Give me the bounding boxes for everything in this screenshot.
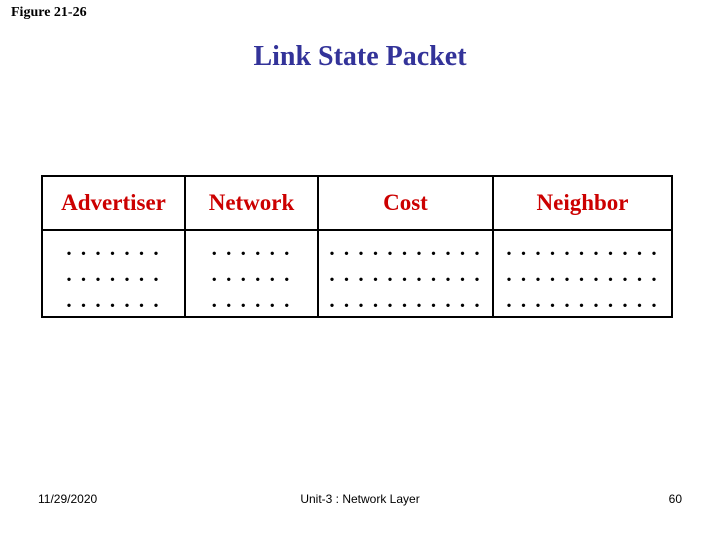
link-state-packet-table: Advertiser Network Cost Neighbor . . . .… [41, 175, 673, 318]
figure-label: Figure 21-26 [11, 5, 87, 20]
column-header-network: Network [184, 175, 319, 231]
dots-line: . . . . . . [211, 261, 292, 286]
footer-page-number: 60 [668, 492, 682, 506]
dots-line: . . . . . . . [66, 261, 161, 286]
footer-date: 11/29/2020 [38, 492, 98, 506]
table-row: . . . . . . . . . . . . . . . . . . . . … [41, 229, 673, 318]
dots-line: . . . . . . . . . . . [506, 235, 659, 260]
slide-footer: 11/29/2020 Unit-3 : Network Layer 60 [0, 492, 720, 516]
dots-line: . . . . . . . [66, 287, 161, 312]
column-header-neighbor: Neighbor [492, 175, 673, 231]
cell-advertiser: . . . . . . . . . . . . . . . . . . . . … [41, 229, 186, 318]
dots-line: . . . . . . [211, 287, 292, 312]
column-header-advertiser: Advertiser [41, 175, 186, 231]
dots-line: . . . . . . . . . . . [506, 287, 659, 312]
page-title: Link State Packet [253, 41, 467, 72]
column-header-cost: Cost [317, 175, 494, 231]
dots-line: . . . . . . . . . . . [329, 261, 482, 286]
cell-cost: . . . . . . . . . . . . . . . . . . . . … [317, 229, 494, 318]
dots-line: . . . . . . . . . . . [329, 235, 482, 260]
footer-subject: Unit-3 : Network Layer [300, 492, 420, 506]
dots-line: . . . . . . . . . . . [506, 261, 659, 286]
table-header-row: Advertiser Network Cost Neighbor [41, 175, 673, 231]
cell-network: . . . . . . . . . . . . . . . . . . [184, 229, 319, 318]
dots-line: . . . . . . [211, 235, 292, 260]
dots-line: . . . . . . . [66, 235, 161, 260]
dots-line: . . . . . . . . . . . [329, 287, 482, 312]
cell-neighbor: . . . . . . . . . . . . . . . . . . . . … [492, 229, 673, 318]
